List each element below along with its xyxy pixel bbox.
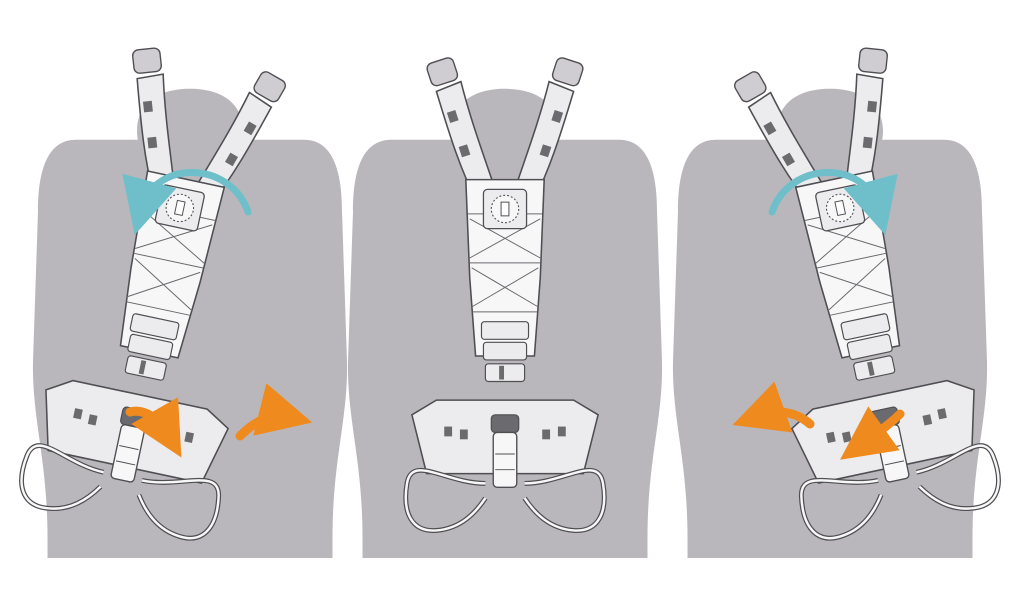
curved-arrow-icon bbox=[235, 383, 313, 441]
curved-arrow-icon bbox=[840, 406, 905, 460]
body-silhouette bbox=[672, 88, 988, 559]
curved-arrow-icon bbox=[732, 381, 815, 433]
curved-arrow-icon bbox=[768, 169, 898, 236]
curved-arrow-icon bbox=[125, 397, 182, 458]
curved-arrow-icon bbox=[122, 169, 252, 236]
figure-left bbox=[16, 38, 348, 559]
figure-right bbox=[672, 38, 1004, 559]
body-silhouette bbox=[32, 88, 348, 559]
figure-center bbox=[347, 56, 663, 559]
